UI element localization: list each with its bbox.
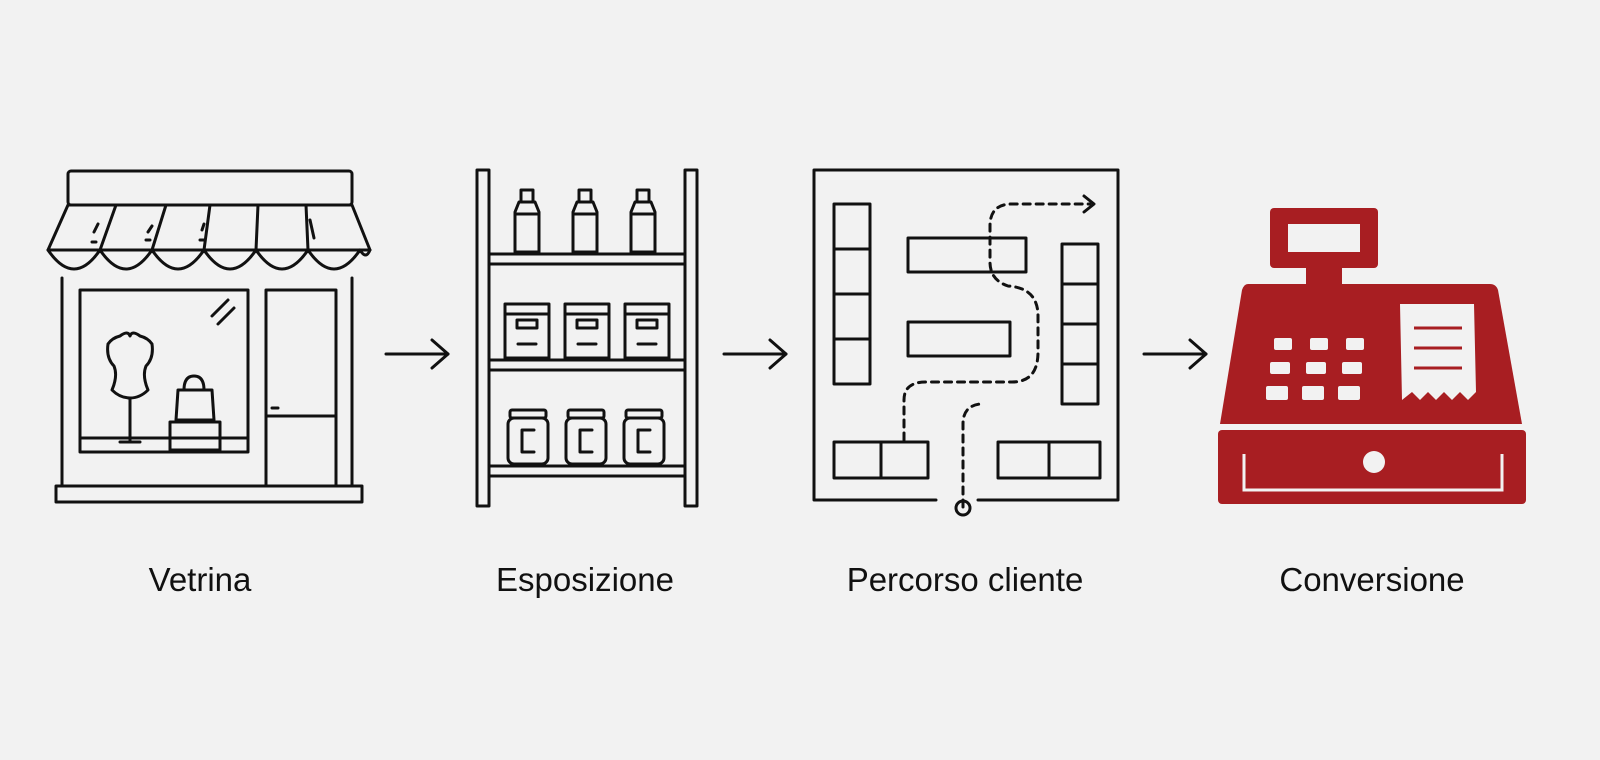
arrow-right-icon	[1142, 336, 1212, 377]
step-label-vetrina: Vetrina	[148, 561, 252, 598]
arrow-right-icon	[384, 336, 454, 377]
storefront-icon	[44, 168, 378, 510]
shelf-icon	[472, 166, 706, 510]
cash-register-icon	[1218, 206, 1534, 508]
store-path-map-icon	[810, 168, 1148, 520]
step-label-esposizione: Esposizione	[496, 561, 674, 598]
arrow-right-icon	[722, 336, 792, 377]
step-label-percorso-cliente: Percorso cliente	[846, 561, 1084, 598]
step-label-conversione: Conversione	[1279, 561, 1465, 598]
